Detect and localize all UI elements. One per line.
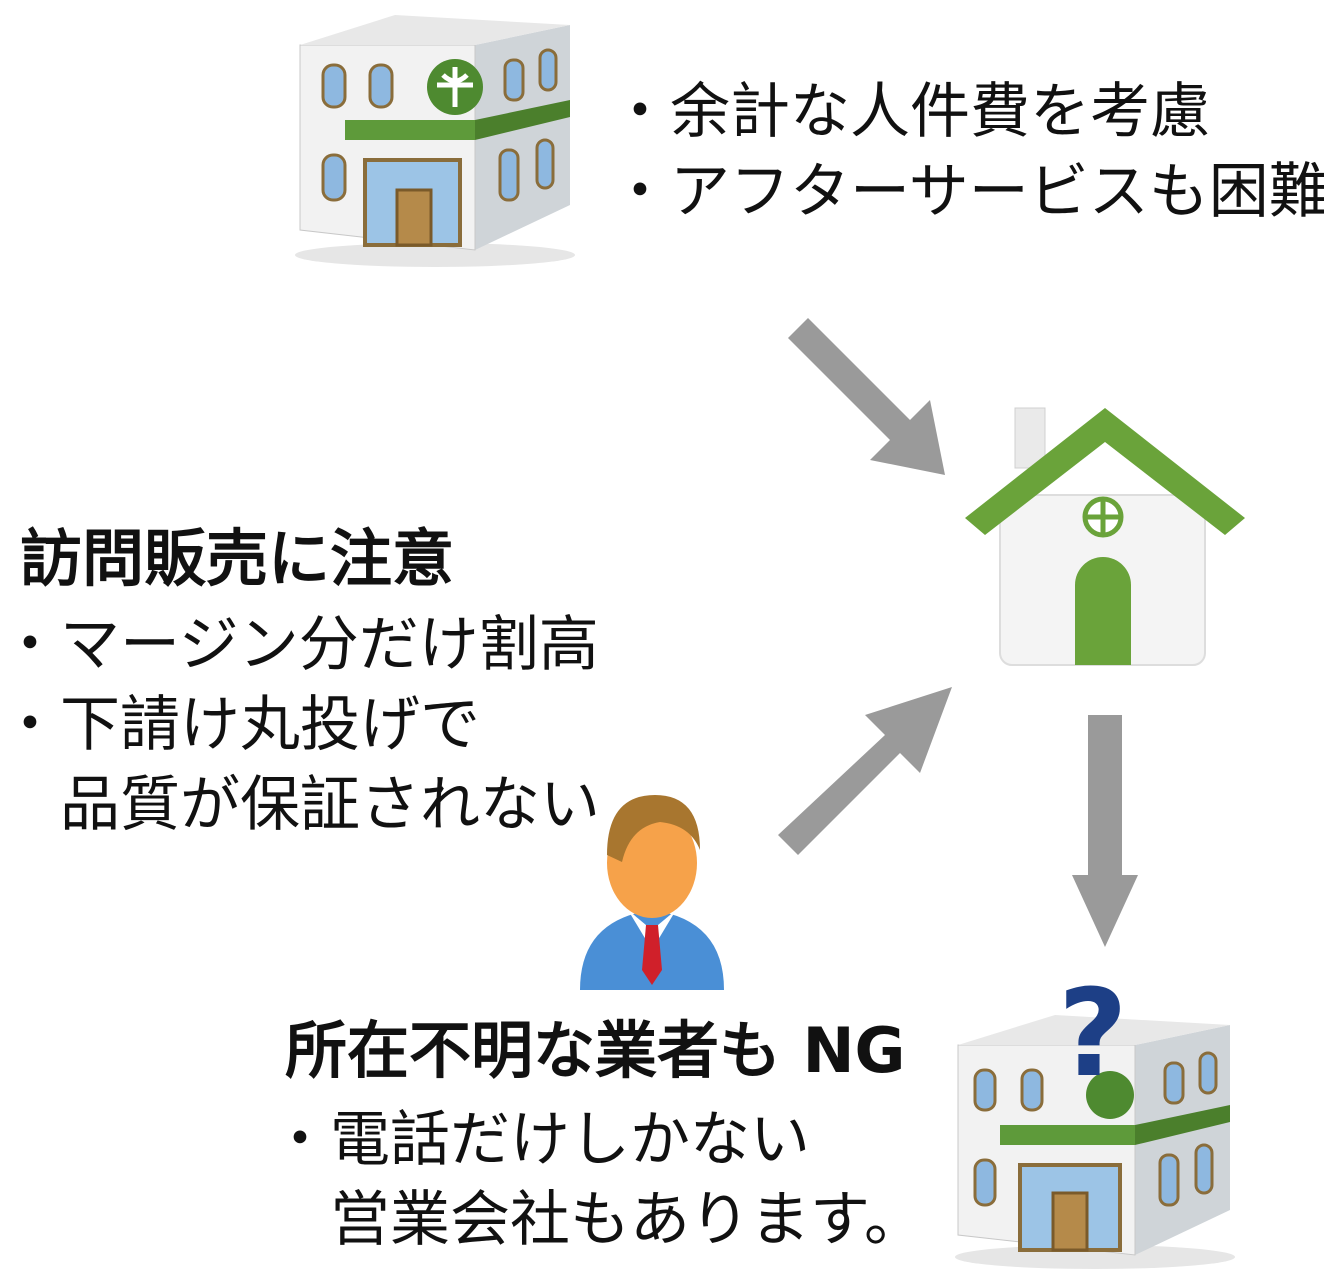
question-mark-icon: ?: [1058, 965, 1128, 1104]
unknown-vendor-company-note: 営業会社もあります。: [330, 1185, 924, 1255]
note-labor-cost: ・余計な人件費を考慮: [610, 77, 1210, 147]
note-after-service: ・アフターサービスも困難: [610, 157, 1324, 227]
door-to-door-margin-note: ・マージン分だけ割高: [0, 610, 599, 680]
store-with-question-icon: ?: [940, 975, 1245, 1275]
salesman-icon: [570, 785, 735, 995]
arrow-house-to-unknown-store: [1070, 715, 1140, 950]
door-to-door-subcontract-note: ・下請け丸投げで: [0, 690, 480, 760]
door-to-door-heading: 訪問販売に注意: [20, 522, 455, 595]
unknown-vendor-heading: 所在不明な業者も NG: [285, 1014, 906, 1087]
unknown-vendor-phone-note: ・電話だけしかない: [270, 1105, 810, 1175]
store-building-icon: [285, 5, 585, 270]
house-icon: [960, 400, 1250, 670]
door-to-door-quality-note: 品質が保証されない: [60, 770, 600, 840]
arrow-salesman-to-house: [770, 675, 960, 865]
arrow-store-to-house: [780, 310, 960, 490]
